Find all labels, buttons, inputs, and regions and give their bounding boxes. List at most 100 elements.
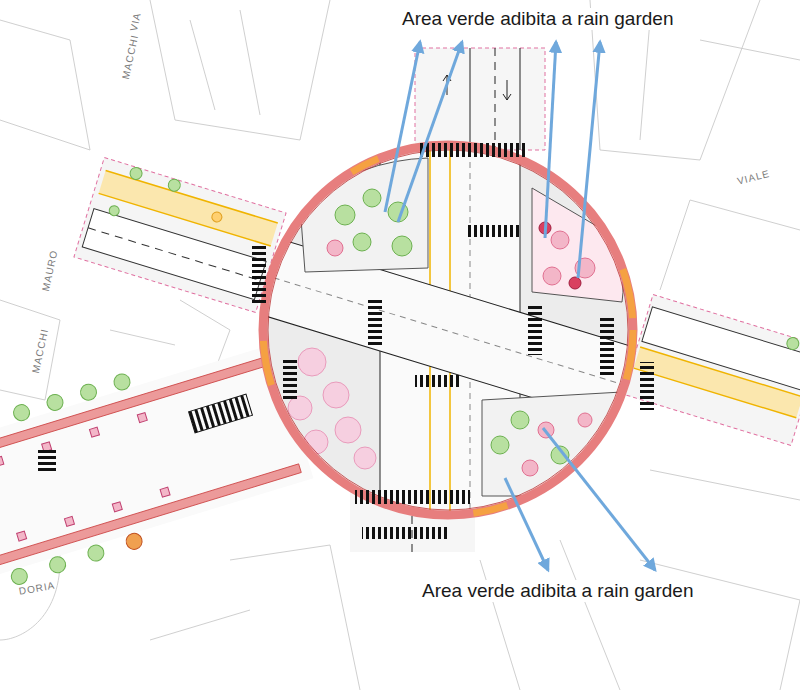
tree-avenue-part-part xyxy=(137,413,147,423)
leader-arrow-part xyxy=(543,428,655,570)
callout-text: Area verde adibita a rain garden xyxy=(402,8,673,29)
road-arm-part xyxy=(640,347,800,397)
base-map-part xyxy=(150,0,330,140)
base-map-part xyxy=(110,300,230,370)
road-arm-part xyxy=(106,170,278,223)
callout-text: Area verde adibita a rain garden xyxy=(422,580,693,601)
road-arm-part xyxy=(415,48,545,150)
roundabout-inner-part-part xyxy=(335,417,361,443)
leader-arrow-part xyxy=(545,42,556,238)
road-arm-part xyxy=(211,211,223,223)
base-map-part xyxy=(0,300,60,400)
roundabout-inner-part-part xyxy=(551,231,569,249)
tree-avenue-part-part xyxy=(48,555,68,575)
leader-arrow-part xyxy=(578,42,600,278)
street-name: DORIA xyxy=(18,580,56,597)
road-arm-part xyxy=(82,209,266,300)
road-arm-part xyxy=(634,347,800,418)
tree-avenue-part xyxy=(0,372,178,592)
road-arm xyxy=(415,48,545,150)
road-arm-part xyxy=(634,368,797,418)
tree-avenue-part-part xyxy=(64,516,74,526)
callout-text-box: Area verde adibita a rain garden xyxy=(420,580,695,602)
roundabout-inner-part xyxy=(569,277,581,289)
cycle-ring-accent xyxy=(263,145,633,515)
crosswalk-part xyxy=(252,245,266,305)
roundabout-inner-part xyxy=(543,231,595,285)
cycle-ring xyxy=(263,145,633,515)
tree-avenue-part-part xyxy=(79,382,99,402)
roundabout-inner-part-part xyxy=(298,348,326,376)
tree-avenue-part xyxy=(189,394,253,433)
street-name: MACCHI xyxy=(30,328,50,375)
base-map-part xyxy=(190,10,260,115)
roundabout-inner-part-part xyxy=(491,436,509,454)
road-arm-part xyxy=(520,48,521,150)
roundabout-inner-part xyxy=(300,158,428,272)
road-arm-part xyxy=(350,488,475,552)
roundabout-inner-part-part xyxy=(323,382,349,408)
base-map-part xyxy=(640,20,800,140)
leader-arrow xyxy=(385,42,655,570)
roundabout-inner-part xyxy=(491,411,569,464)
roundabout-inner-part xyxy=(288,348,376,469)
crosswalk-part xyxy=(362,527,450,539)
street-name-box: VIALE xyxy=(736,168,771,187)
crosswalk xyxy=(252,143,654,539)
tree-avenue-part xyxy=(0,464,301,572)
roundabout-inner-part xyxy=(335,189,412,256)
roundabout-inner-part-part xyxy=(335,205,355,225)
road-arm-part xyxy=(88,228,260,281)
tree-avenue-part-part xyxy=(160,487,170,497)
roundabout-inner-part-part xyxy=(363,189,381,207)
tree-avenue-part-part xyxy=(0,456,4,466)
leader-arrow-part xyxy=(398,42,462,222)
road-arm-part xyxy=(129,166,144,181)
tree-avenue-part-part xyxy=(112,502,122,512)
roundabout-inner-part-part xyxy=(543,267,561,285)
roundabout-inner-part-part xyxy=(353,233,371,251)
base-map-part xyxy=(660,200,800,290)
street-name: MAURO xyxy=(40,249,60,293)
roundabout-inner-part-part xyxy=(392,236,412,256)
leader-arrow-part xyxy=(505,478,548,570)
street-name: MACCHI xyxy=(120,34,140,81)
crosswalk-part xyxy=(640,362,654,410)
leader-arrow-part xyxy=(385,42,420,212)
crosswalk-part xyxy=(465,225,520,237)
road-arm-part xyxy=(167,178,182,193)
road-arm-part xyxy=(470,48,471,150)
base-map-part xyxy=(480,540,620,690)
crosswalk-part xyxy=(600,318,614,378)
road-arm xyxy=(623,295,800,446)
tree-avenue-part-part xyxy=(45,392,65,412)
crosswalk-part xyxy=(368,298,382,348)
street-name-box: DORIA xyxy=(18,580,56,597)
street-name-box: MACCHI xyxy=(120,34,140,81)
road-arm-part xyxy=(623,295,800,446)
base-map-part xyxy=(150,545,360,690)
crosswalk-part xyxy=(415,375,460,387)
street-name: VIA xyxy=(128,11,143,32)
road-arm-part xyxy=(503,80,511,100)
street-name-box: MAURO xyxy=(40,249,60,293)
tree-avenue-part-part xyxy=(17,531,27,541)
tree-avenue-part-part xyxy=(86,543,106,563)
tree-avenue-part-part xyxy=(112,372,132,392)
callout-text-box: Area verde adibita a rain garden xyxy=(400,8,675,30)
roundabout-inner-part-part xyxy=(578,413,592,427)
crosswalk-part xyxy=(283,360,297,400)
street-name-box: VIA xyxy=(128,11,143,32)
street-name-box: MACCHI xyxy=(30,328,50,375)
tree-avenue-part-part xyxy=(89,427,99,437)
road-arm-part xyxy=(495,48,496,150)
road-arm xyxy=(74,157,286,312)
road-arm-part xyxy=(415,48,545,150)
road-arm-part xyxy=(785,336,800,351)
crosswalk-part xyxy=(355,490,470,504)
crosswalk-part xyxy=(420,143,525,157)
tree-avenue-part xyxy=(124,531,144,551)
base-map-part xyxy=(0,20,90,150)
street-name: VIALE xyxy=(736,168,771,187)
